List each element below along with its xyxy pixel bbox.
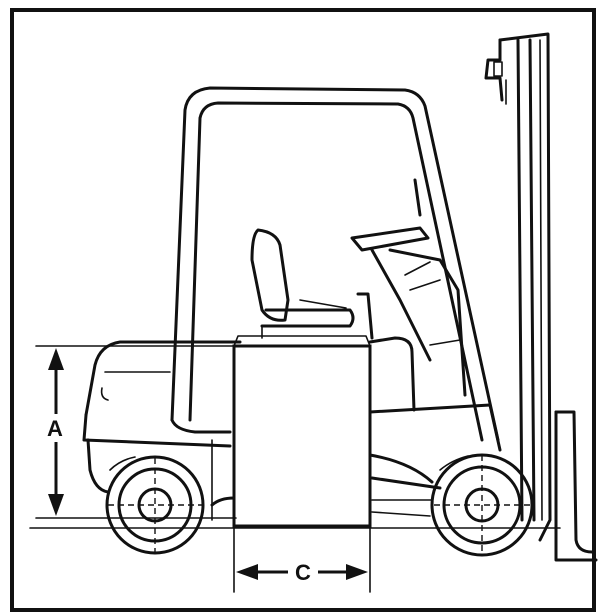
overhead-guard <box>170 86 500 442</box>
fork <box>554 410 598 562</box>
diagram-frame <box>10 8 596 612</box>
rear-wheel <box>105 455 205 555</box>
battery-box <box>232 344 372 528</box>
dimension-c <box>233 525 371 593</box>
battery-lid <box>233 335 371 347</box>
dimension-a <box>35 345 237 519</box>
dimension-c-label: C <box>295 560 311 585</box>
dimension-a-label: A <box>47 416 63 441</box>
counterweight-body <box>82 340 242 521</box>
chassis-body <box>210 336 502 517</box>
front-wheel <box>430 453 534 557</box>
steering-column <box>350 178 467 397</box>
mast <box>484 32 552 542</box>
operator-seat <box>250 228 374 340</box>
